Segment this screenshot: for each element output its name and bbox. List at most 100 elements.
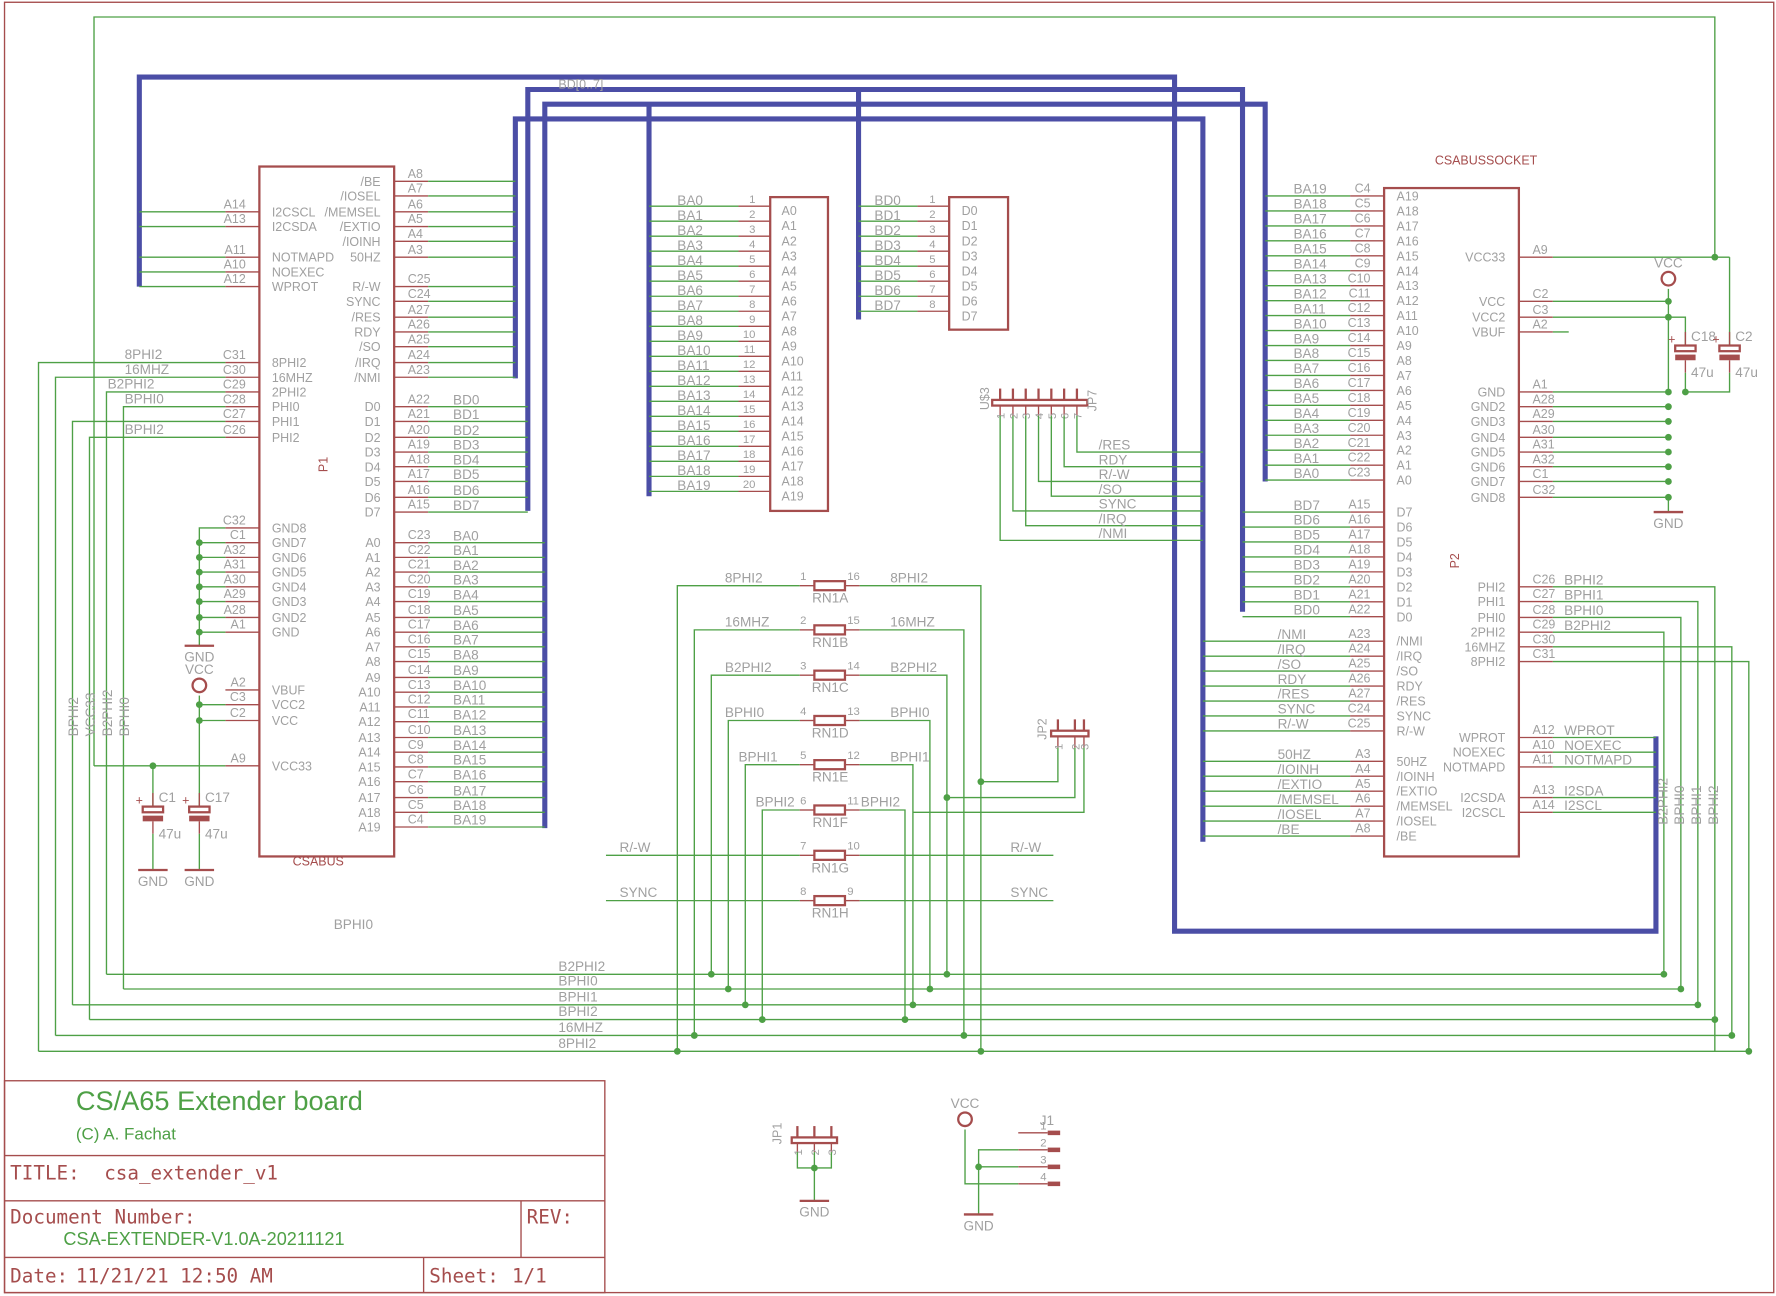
p2-pin-name: I2CSCL: [1462, 806, 1506, 820]
p2-pad: C11: [1349, 286, 1371, 300]
p2-net-label: BA15: [1293, 242, 1326, 257]
cap-gnd-net: [1684, 372, 1731, 393]
p2-net-label: BA1: [1293, 451, 1319, 466]
j1-pin-pad: [1047, 1147, 1061, 1153]
p1-pad: A10: [224, 257, 246, 271]
ba-net-label: BA1: [677, 208, 703, 223]
vcc-symbol: [191, 677, 208, 694]
resistor-ref: RN1C: [812, 680, 849, 695]
p2-pad: A9: [1532, 243, 1547, 257]
cap-plate-negative: [1719, 354, 1740, 361]
p2-pin-name: GND3: [1471, 415, 1506, 429]
cap-value: 47u: [205, 826, 228, 841]
cap-ref: C1: [159, 790, 176, 805]
p2-pin-name: A7: [1397, 369, 1412, 383]
resistor-pin-left: 4: [800, 706, 806, 718]
ba-pin-name: A18: [782, 474, 804, 488]
jp7-net: [1025, 415, 1203, 527]
p2-net-label: BA3: [1293, 421, 1319, 436]
ba-pin-name: A16: [782, 444, 804, 458]
p1-pad: C29: [223, 378, 246, 392]
p2-net-label: BA8: [1293, 346, 1319, 361]
bd-net-label: BD4: [874, 253, 901, 268]
generated-components: CSABUSP1A14I2CSCLA13I2CSDAA11NOTMAPDA10N…: [37, 153, 1758, 1233]
p2-net-label: /RES: [1278, 687, 1310, 702]
resistor-pin-left: 6: [800, 795, 806, 807]
p1-pin-name: 2PHI2: [272, 386, 307, 400]
p1-pad: A17: [408, 467, 430, 481]
p2-pad: C12: [1348, 301, 1371, 315]
jp2-body: [1049, 729, 1090, 738]
p2-net-label: BA17: [1293, 212, 1326, 227]
p1-pin-name: D6: [365, 491, 381, 505]
p2-pin-name: VBUF: [1472, 325, 1506, 339]
p2-pin-name: GND4: [1471, 431, 1506, 445]
bd-net-label: BD1: [874, 208, 900, 223]
ba-pin-name: A6: [782, 294, 797, 308]
p2-net-label: SYNC: [1278, 702, 1316, 717]
ba-pin-number: 14: [743, 389, 756, 401]
p1-pad: C11: [408, 707, 430, 721]
p2-pin-name: VCC33: [1465, 251, 1505, 265]
p1-net-label: BD0: [453, 392, 480, 407]
p1-pad: A7: [408, 182, 423, 196]
rn-net-label-left: BPHI1: [738, 749, 777, 764]
p1-net-label: BD6: [453, 483, 479, 498]
p2-net-label: NOEXEC: [1564, 738, 1622, 753]
rn-net-label-right: 8PHI2: [890, 570, 928, 585]
resistor-pin-left: 3: [800, 661, 806, 673]
p2-pin-name: D2: [1397, 580, 1413, 594]
p1-pad: C16: [408, 632, 431, 646]
p1-pin-name: D7: [365, 506, 381, 520]
p2-net-label: BA18: [1293, 197, 1326, 212]
p1-pin-name: PHI0: [272, 400, 300, 414]
ba-pin-name: A8: [782, 324, 797, 338]
bd-pin-number: 7: [929, 284, 935, 296]
p2-pad: C6: [1355, 211, 1371, 225]
jp7-pin-number: 4: [1034, 413, 1046, 419]
bottom-net-label: BPHI0: [558, 974, 598, 989]
ba-net-label: BA15: [677, 418, 710, 433]
p1-pad: A2: [231, 676, 246, 690]
jp7-pin-number: 1: [996, 413, 1008, 419]
p1-pin-name: D0: [365, 400, 381, 414]
rn-net-left: [710, 674, 800, 975]
p2-pin-name: /SO: [1397, 665, 1419, 679]
rn-net-left: [744, 764, 800, 1005]
p2-net-label: I2SCL: [1564, 798, 1602, 813]
ba-pin-number: 1: [749, 194, 755, 206]
jp2-net: [946, 747, 1076, 799]
p2-pad: A1: [1532, 378, 1547, 392]
p1-pad: A1: [231, 618, 246, 632]
p1-pad: A27: [408, 303, 430, 317]
p1-pin-name: NOEXEC: [272, 265, 325, 279]
p1-pad: C20: [408, 572, 431, 586]
junction-dot: [975, 1163, 983, 1171]
p2-pad: A30: [1532, 423, 1554, 437]
ba-pin-number: 17: [743, 434, 756, 446]
p1-pad: A31: [224, 558, 246, 572]
resistor-pin-right: 16: [847, 571, 860, 583]
ba-pin-name: A0: [782, 204, 797, 218]
resistor-pin-left: 8: [800, 886, 806, 898]
rn-net-label-left: SYNC: [620, 885, 658, 900]
p2-pad: A14: [1532, 798, 1554, 812]
ba-net-label: BA11: [677, 358, 709, 373]
p1-pad: A32: [224, 543, 246, 557]
p1-pad: C4: [408, 813, 424, 827]
p1-net-label: BA19: [453, 813, 486, 828]
p2-pad: C14: [1348, 331, 1371, 345]
ba-pin-name: A2: [782, 234, 797, 248]
resistor-pin-right: 15: [847, 615, 860, 627]
p2-pin-name: A0: [1397, 474, 1412, 488]
jp7-net-label: /RES: [1099, 438, 1131, 453]
p2-8phi2-net: [1552, 660, 1750, 1052]
resistor-body: [813, 624, 847, 636]
p2-net-label: BD3: [1293, 558, 1319, 573]
ba-pin-name: A13: [782, 399, 804, 413]
j1-pin-number: 3: [1040, 1154, 1046, 1166]
p1-clock-net-label: B2PHI2: [108, 377, 155, 392]
left-vertical-net-label: BPHI0: [117, 697, 132, 737]
